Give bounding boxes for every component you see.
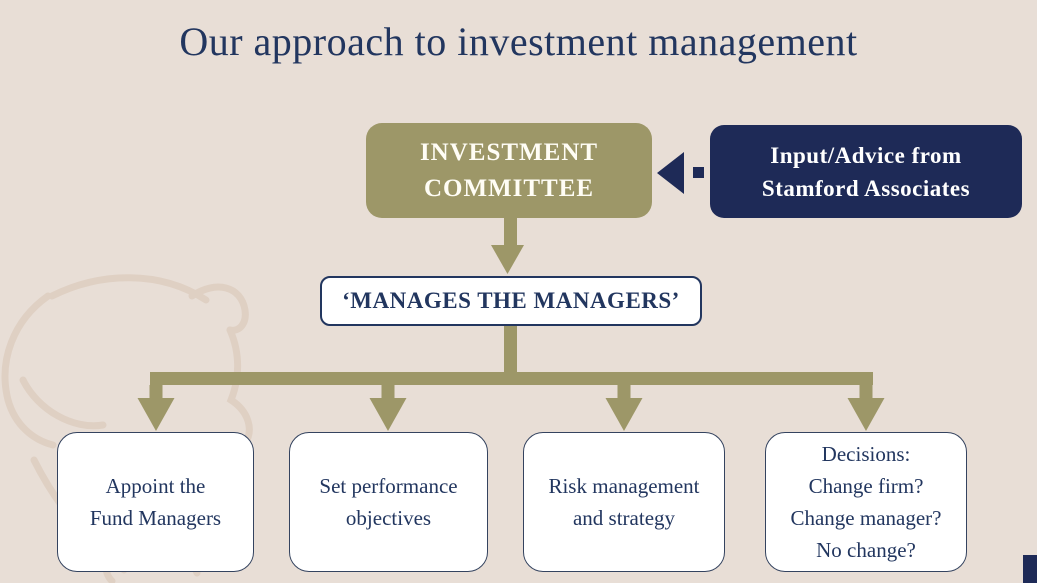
child-box-decisions: Decisions: Change firm? Change manager? … — [765, 432, 967, 572]
down-arrow-icon — [369, 385, 407, 431]
committee-label-line1: INVESTMENT — [419, 138, 599, 166]
child-label-line: Appoint the — [105, 474, 206, 498]
left-arrow-icon — [657, 152, 704, 194]
manages-the-managers-box: ‘MANAGES THE MANAGERS’ — [320, 276, 702, 326]
corner-accent — [1023, 555, 1037, 583]
stamford-advice-box: Input/Advice from Stamford Associates — [710, 125, 1022, 218]
manages-label: ‘MANAGES THE MANAGERS’ — [342, 288, 680, 313]
page-title: Our approach to investment management — [179, 19, 858, 64]
child-label-line: Set performance — [319, 474, 458, 498]
child-label-line: Risk management — [548, 474, 700, 498]
child-label-line: Fund Managers — [89, 506, 222, 530]
child-box-appoint-fund-managers: Appoint the Fund Managers — [57, 432, 254, 572]
branch-connector — [150, 325, 873, 385]
down-arrow-icon — [137, 385, 175, 431]
advice-label-line2: Stamford Associates — [761, 175, 971, 201]
down-arrow-icon — [491, 217, 524, 274]
child-label-line: Change firm? — [808, 474, 924, 498]
child-box-set-performance-objectives: Set performance objectives — [289, 432, 488, 572]
child-label-line: objectives — [345, 506, 432, 530]
child-label-line: Decisions: — [821, 442, 911, 466]
child-label-line: Change manager? — [790, 506, 942, 530]
child-label-line: No change? — [816, 538, 916, 562]
advice-label-line1: Input/Advice from — [770, 142, 962, 168]
investment-committee-box: INVESTMENT COMMITTEE — [366, 123, 652, 218]
down-arrow-icon — [605, 385, 643, 431]
child-label-line: and strategy — [572, 506, 676, 530]
committee-label-line2: COMMITTEE — [423, 174, 595, 202]
child-box-risk-management-strategy: Risk management and strategy — [523, 432, 725, 572]
down-arrow-icon — [847, 385, 885, 431]
